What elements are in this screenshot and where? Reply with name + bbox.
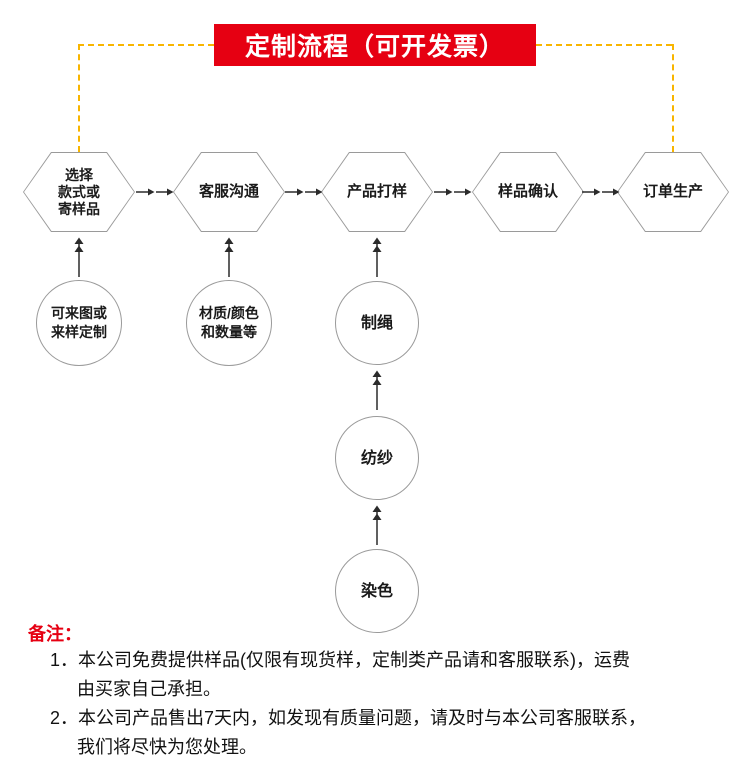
title-banner: 定制流程（可开发票）: [214, 24, 536, 66]
flow-step-label: 选择 款式或 寄样品: [58, 167, 100, 218]
label-line: 寄样品: [58, 200, 100, 217]
flow-step-product-sampling: 产品打样: [321, 152, 433, 232]
arrow-right-double-icon: [136, 188, 174, 196]
arrow-up-double-icon: [224, 237, 234, 277]
flow-step-label: 订单生产: [643, 182, 703, 202]
note-material-color-quantity: 材质/颜色 和数量等: [186, 280, 272, 366]
flow-step-customer-service: 客服沟通: [173, 152, 285, 232]
dashed-connector-right-vertical: [672, 44, 674, 152]
label-line: 产品打样: [346, 183, 407, 200]
flow-step-label: 客服沟通: [199, 182, 259, 202]
label-line: 可来图或: [51, 305, 107, 321]
dashed-connector-right-horizontal: [536, 44, 672, 46]
remarks-label: 备注：: [28, 624, 82, 644]
arrow-up-double-icon: [372, 237, 382, 277]
remarks-list: 1．本公司免费提供样品(仅限有现货样，定制类产品请和客服联系)，运费 由买家自己…: [50, 646, 742, 762]
flow-step-order-production: 订单生产: [617, 152, 729, 232]
dashed-connector-left-horizontal: [78, 44, 214, 46]
label-line: 材质/颜色: [199, 305, 259, 321]
flow-step-select-style: 选择 款式或 寄样品: [23, 152, 135, 232]
label-line: 染色: [360, 582, 393, 600]
process-dyeing: 染色: [335, 549, 419, 633]
label-line: 订单生产: [642, 183, 703, 200]
remark-item-1-line-1: 1．本公司免费提供样品(仅限有现货样，定制类产品请和客服联系)，运费: [50, 650, 630, 670]
page-title: 定制流程（可开发票）: [244, 33, 505, 61]
label-line: 来样定制: [51, 324, 107, 340]
label-line: 纺纱: [360, 449, 393, 467]
arrow-right-double-icon: [582, 188, 620, 196]
note-custom-from-image: 可来图或 来样定制: [36, 280, 122, 366]
remark-item-2-line-1: 2．本公司产品售出7天内，如发现有质量问题，请及时与本公司客服联系，: [50, 708, 647, 728]
arrow-up-double-icon: [74, 237, 84, 277]
dashed-connector-left-vertical: [78, 44, 80, 152]
flow-step-label: 产品打样: [347, 182, 407, 202]
flow-step-label: 样品确认: [498, 182, 558, 202]
label-line: 选择: [65, 166, 93, 183]
label-line: 款式或: [58, 183, 100, 200]
remark-item-1-line-2: 由买家自己承担。: [77, 679, 221, 699]
label-line: 和数量等: [201, 324, 257, 340]
flow-step-sample-confirm: 样品确认: [472, 152, 584, 232]
arrow-right-double-icon: [285, 188, 323, 196]
label-line: 制绳: [360, 314, 393, 332]
process-rope-making: 制绳: [335, 281, 419, 365]
arrow-up-double-icon: [372, 370, 382, 410]
label-line: 客服沟通: [198, 183, 259, 200]
arrow-right-double-icon: [434, 188, 472, 196]
arrow-up-double-icon: [372, 505, 382, 545]
remark-item-2-line-2: 我们将尽快为您处理。: [77, 737, 257, 757]
process-spinning: 纺纱: [335, 416, 419, 500]
label-line: 样品确认: [497, 183, 558, 200]
